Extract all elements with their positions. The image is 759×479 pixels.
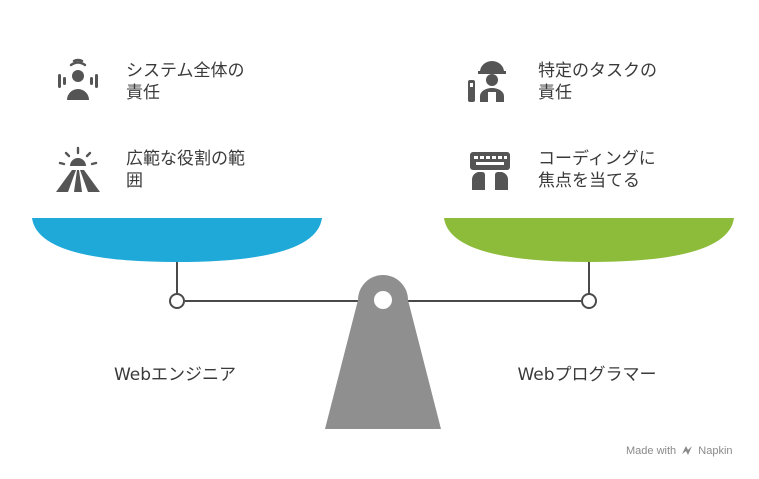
person-broadcast-icon bbox=[52, 56, 104, 108]
credit-brand: Napkin bbox=[698, 445, 733, 457]
hands-keyboard-icon bbox=[464, 144, 516, 196]
left-pan bbox=[32, 218, 322, 262]
right-pan bbox=[444, 218, 734, 262]
left-item-1-text: システム全体の 責任 bbox=[126, 61, 245, 103]
fulcrum bbox=[325, 275, 441, 429]
left-label: Webエンジニア bbox=[113, 365, 237, 385]
napkin-logo-icon bbox=[681, 445, 693, 459]
left-joint bbox=[169, 293, 185, 309]
right-joint bbox=[581, 293, 597, 309]
left-item-2-text: 広範な役割の範 囲 bbox=[126, 149, 245, 191]
credit-text: Made with bbox=[626, 445, 677, 457]
right-item-1-text: 特定のタスクの 責任 bbox=[538, 61, 657, 103]
worker-helmet-icon bbox=[464, 56, 516, 108]
right-item-2-text: コーディングに 焦点を当てる bbox=[538, 149, 656, 191]
sunrise-road-icon bbox=[52, 144, 104, 196]
fulcrum-pivot bbox=[374, 291, 392, 309]
right-label: Webプログラマー bbox=[517, 365, 657, 385]
credit: Made with Napkin bbox=[626, 445, 733, 459]
